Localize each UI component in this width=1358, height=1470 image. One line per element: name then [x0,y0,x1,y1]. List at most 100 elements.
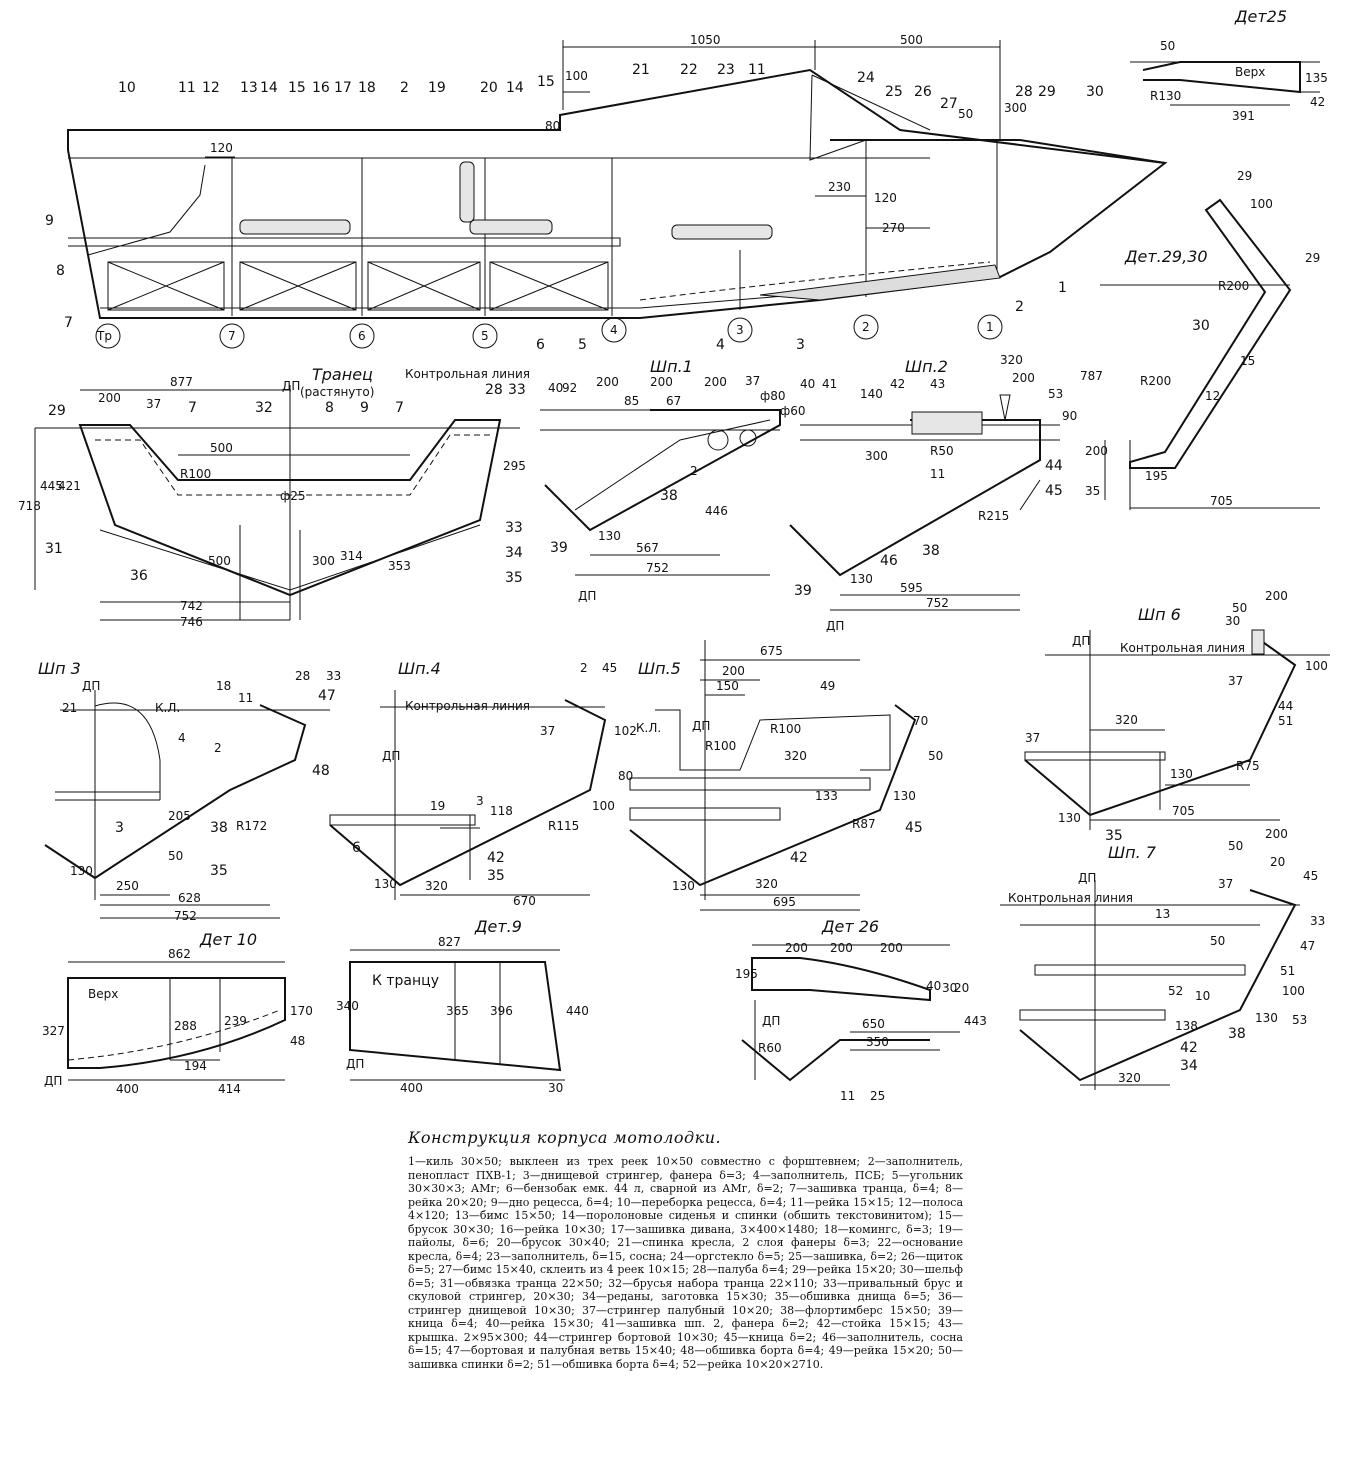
dim: ф25 [280,489,306,503]
callout: 5 [578,337,587,353]
callout: 35 [487,868,505,884]
dim: 200 [650,375,673,389]
dim: 200 [1012,371,1035,385]
callout: 46 [880,553,898,569]
dim: 33 [1310,914,1325,928]
callout: 34 [505,545,523,561]
dim: 70 [913,714,928,728]
dim: 30 [1192,318,1210,334]
dim: 52 [1168,984,1183,998]
dim: R100 [705,739,736,753]
view-title: Дет 26 [821,917,879,936]
dim: 42 [890,377,905,391]
dim: 500 [210,441,233,455]
dim: 13 [1155,907,1170,921]
view-title: Шп 6 [1138,605,1181,624]
callout: 28 [485,382,503,398]
det9-view: Дет.9 К транцу ДП 827 340 365 396 440 40… [336,917,589,1095]
callout: 8 [56,263,65,279]
dim: 100 [1305,659,1328,673]
callout: 16 [312,80,330,96]
dim: 3 [476,794,484,808]
dim: 29 [1237,169,1252,183]
dim: R115 [548,819,579,833]
dim: 10 [1195,989,1210,1003]
dim: 200 [98,391,121,405]
dim: 130 [70,864,93,878]
dim: 705 [1172,804,1195,818]
view-title: Дет 10 [199,930,257,949]
dim: 200 [830,941,853,955]
callout: 7 [188,400,197,416]
callout: 29 [48,403,66,419]
dim: 50 [928,749,943,763]
dim: 11 [238,691,253,705]
dim: R200 [1140,374,1171,388]
control-label: Контрольная линия [1008,891,1133,905]
dp-label: ДП [44,1074,62,1088]
view-title: Шп. 7 [1108,843,1157,862]
dim: 37 [1228,674,1243,688]
callout: 7 [64,315,73,331]
dim: 140 [860,387,883,401]
callout: 18 [358,80,376,96]
dim: R75 [1236,759,1260,773]
dim: 92 [562,381,577,395]
shp5-view: Шп.5 ДП К.Л. 675 200 150 R100 R100 320 8… [618,640,943,911]
control-label: Контрольная линия [1120,641,1245,655]
profile-dim: 50 [958,107,973,121]
shp4-view: Шп.4 ДП Контрольная линия 2 45 37 102 19… [329,659,637,908]
callout: 33 [505,520,523,536]
dim: 37 [540,724,555,738]
dim: 250 [116,879,139,893]
frame-label: 7 [228,329,236,343]
dim: 67 [666,394,681,408]
callout: 30 [1086,84,1104,100]
dim: 300 [312,554,335,568]
caption: Конструкция корпуса мотолодки. 1—киль 30… [408,1128,963,1371]
callout: 6 [352,840,361,856]
dim: 40 [800,377,815,391]
dim: 239 [224,1014,247,1028]
dp-label: ДП [692,719,710,733]
callout: 45 [1045,483,1063,499]
profile-dim: 500 [900,33,923,47]
dim: 35 [1085,484,1100,498]
dim: 49 [820,679,835,693]
callout: 31 [45,541,63,557]
profile-dim: 270 [882,221,905,235]
profile-dim: 300 [1004,101,1027,115]
dim: 25 [870,1089,885,1103]
dim: 675 [760,644,783,658]
caption-body: 1—киль 30×50; выклеен из трех реек 10×50… [408,1155,963,1371]
dim: 21 [62,701,77,715]
dim: R200 [1218,279,1249,293]
callout: 14 [506,80,524,96]
callout: 35 [505,570,523,586]
callout: 48 [312,763,330,779]
profile-dim: 80 [545,119,560,133]
callout: 42 [487,850,505,866]
dp-label: ДП [762,1014,780,1028]
dim: 200 [1265,589,1288,603]
dim: 353 [388,559,411,573]
kl-label: К.Л. [636,721,661,735]
dp-label: ДП [1072,634,1090,648]
dim: 445 [40,479,63,493]
dim: 200 [1265,827,1288,841]
dim: 320 [784,749,807,763]
dim: 194 [184,1059,207,1073]
dim: 300 [865,449,888,463]
dim: 295 [503,459,526,473]
callout: 38 [922,543,940,559]
callout: 29 [1038,84,1056,100]
kl-label: К.Л. [155,701,180,715]
dim: 340 [336,999,359,1013]
profile-dim: 100 [565,69,588,83]
callout: 11 [748,62,766,78]
dim: 20 [1270,855,1285,869]
dim: 421 [58,479,81,493]
dim: 11 [930,467,945,481]
dim: 200 [722,664,745,678]
dim: 15 [1240,354,1255,368]
